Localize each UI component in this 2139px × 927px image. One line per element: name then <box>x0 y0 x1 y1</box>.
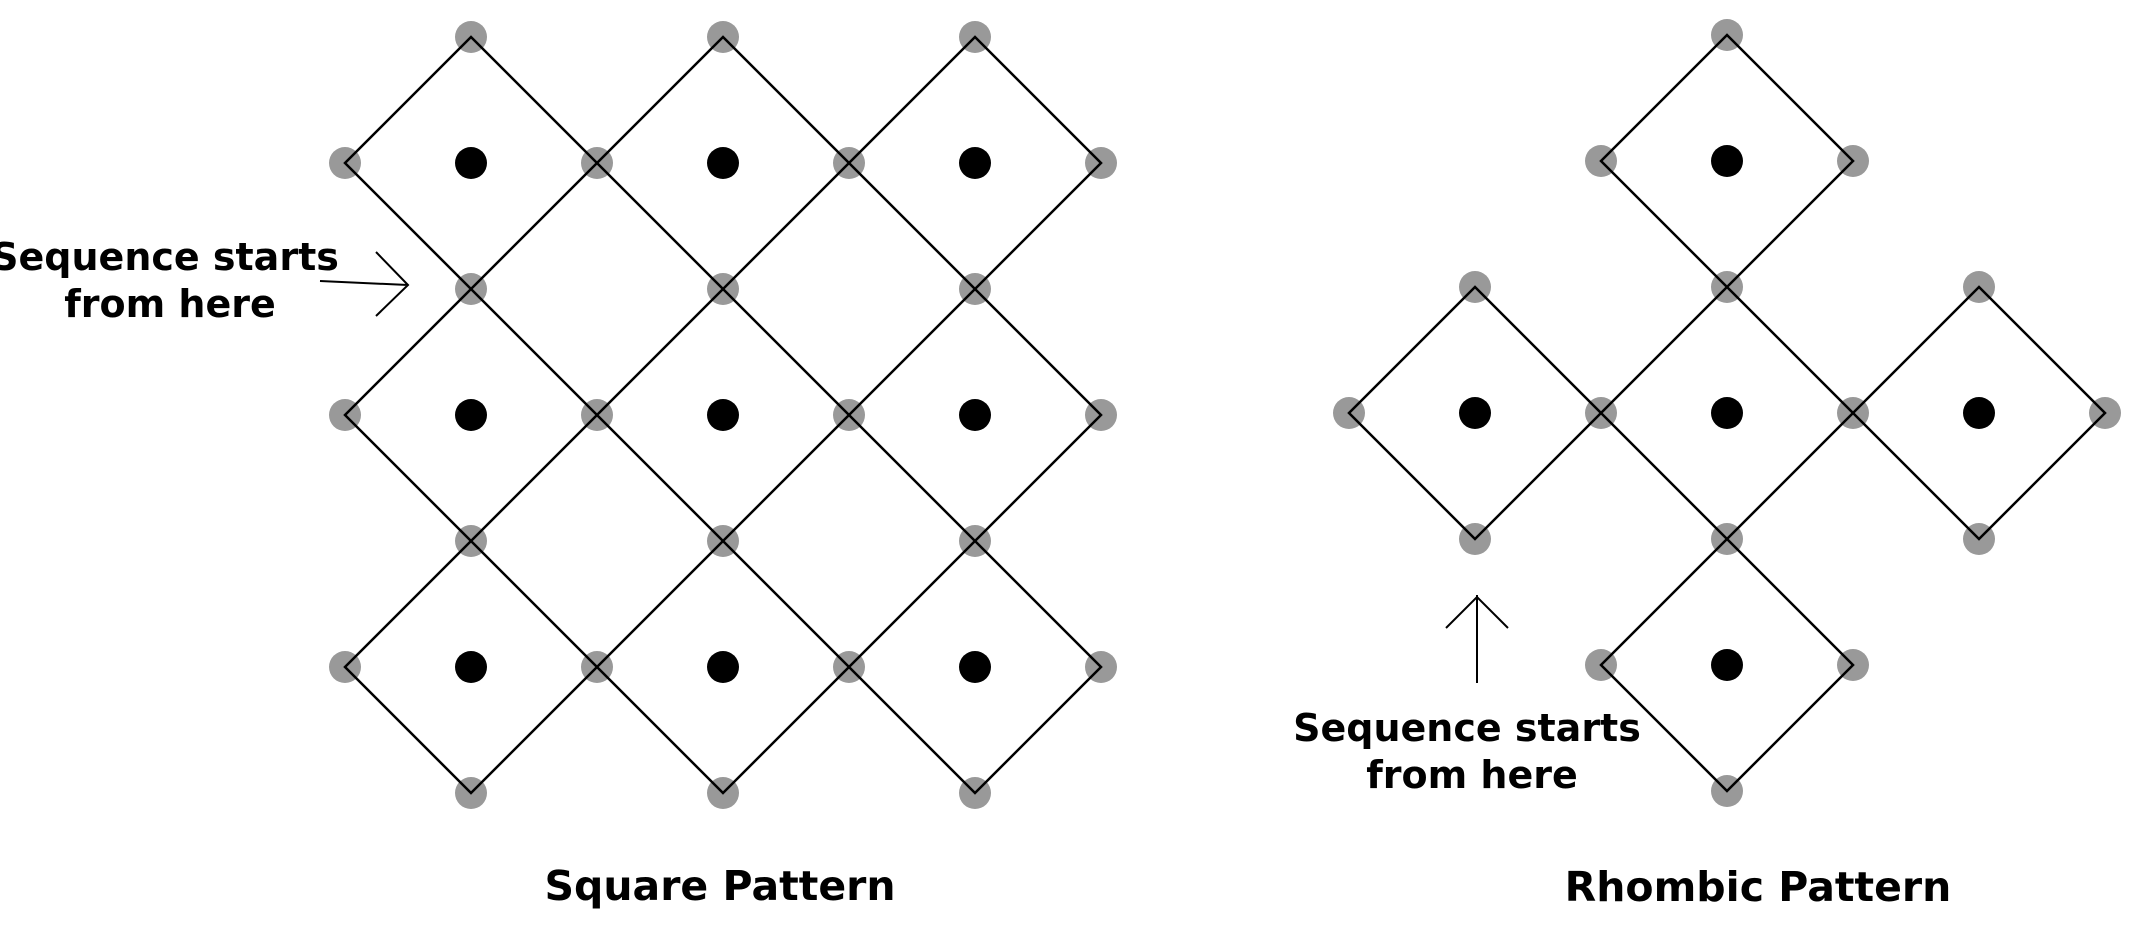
square-center-dot <box>455 147 487 179</box>
rhombic-diamond <box>1851 285 2107 541</box>
rhombic-annotation-line2: from here <box>1366 753 1578 797</box>
square-center-dot <box>959 399 991 431</box>
square-start-arrow <box>319 251 410 317</box>
square-start-annotation: Sequence starts from here <box>0 235 410 326</box>
rhombic-center-dot <box>1711 397 1743 429</box>
rhombic-diamond <box>1347 285 1603 541</box>
rhombic-center-dot <box>1711 145 1743 177</box>
rhombic-center-dot <box>1711 649 1743 681</box>
rhombic-pattern-caption: Rhombic Pattern <box>1565 863 1952 911</box>
square-annotation-line1: Sequence starts <box>0 235 339 279</box>
square-center-dots <box>455 147 991 683</box>
rhombic-start-annotation: Sequence starts from here <box>1293 595 1641 797</box>
square-center-dot <box>959 147 991 179</box>
square-center-dot <box>707 399 739 431</box>
square-annotation-line2: from here <box>64 282 276 326</box>
square-diamond <box>847 539 1103 795</box>
square-center-dot <box>707 651 739 683</box>
square-outlines <box>343 35 1103 795</box>
rhombic-start-arrow <box>1445 595 1509 683</box>
rhombic-outlines <box>1347 33 2107 793</box>
rhombic-center-dots <box>1459 145 1995 681</box>
rhombic-diamond <box>1599 537 1855 793</box>
square-diamond <box>343 539 599 795</box>
square-center-dot <box>707 147 739 179</box>
rhombic-pattern <box>1333 19 2121 807</box>
rhombic-annotation-line1: Sequence starts <box>1293 706 1641 750</box>
square-diamond <box>595 539 851 795</box>
rhombic-center-dot <box>1963 397 1995 429</box>
rhombic-center-dot <box>1459 397 1491 429</box>
square-center-dot <box>959 651 991 683</box>
square-pattern <box>329 21 1117 809</box>
square-center-dot <box>455 399 487 431</box>
square-center-dot <box>455 651 487 683</box>
square-pattern-caption: Square Pattern <box>544 862 895 910</box>
